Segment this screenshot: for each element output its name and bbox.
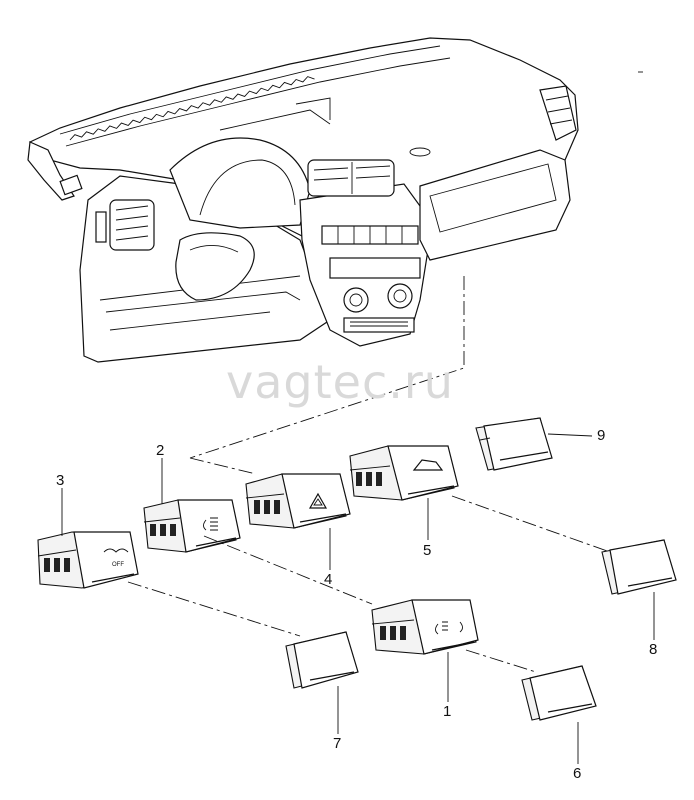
callout-labels: 2 3 4 5 9 1 7 8 6	[56, 427, 657, 782]
callout-leaders	[61, 433, 655, 764]
callout-8: 8	[649, 641, 657, 658]
part-2-fog-light-switch	[143, 499, 241, 553]
callout-5: 5	[423, 542, 431, 559]
watermark: vagtec.ru	[226, 355, 454, 409]
callout-7: 7	[333, 735, 341, 752]
part-5-trunk-switch	[349, 445, 459, 501]
callout-6: 6	[573, 765, 581, 782]
callout-9: 9	[597, 427, 605, 444]
part-7-blank-cover	[285, 631, 359, 689]
callout-4: 4	[324, 571, 332, 588]
part-3-esp-off-switch: OFF	[37, 531, 139, 589]
callout-1: 1	[443, 703, 451, 720]
assembly-dash-lines	[127, 495, 611, 673]
part-1-fog-lamp-switch	[371, 599, 479, 655]
part-6-blank-cover	[521, 665, 597, 721]
callout-2: 2	[156, 442, 164, 459]
part-8-blank-cover	[601, 539, 677, 595]
part-4-hazard-switch	[245, 473, 351, 529]
location-leader-line	[189, 276, 465, 459]
dashboard-illustration	[27, 37, 579, 363]
part-9-blank-cover	[475, 417, 553, 471]
callout-3: 3	[56, 472, 64, 489]
leader-to-4	[189, 457, 257, 475]
esp-off-text: OFF	[112, 562, 124, 568]
